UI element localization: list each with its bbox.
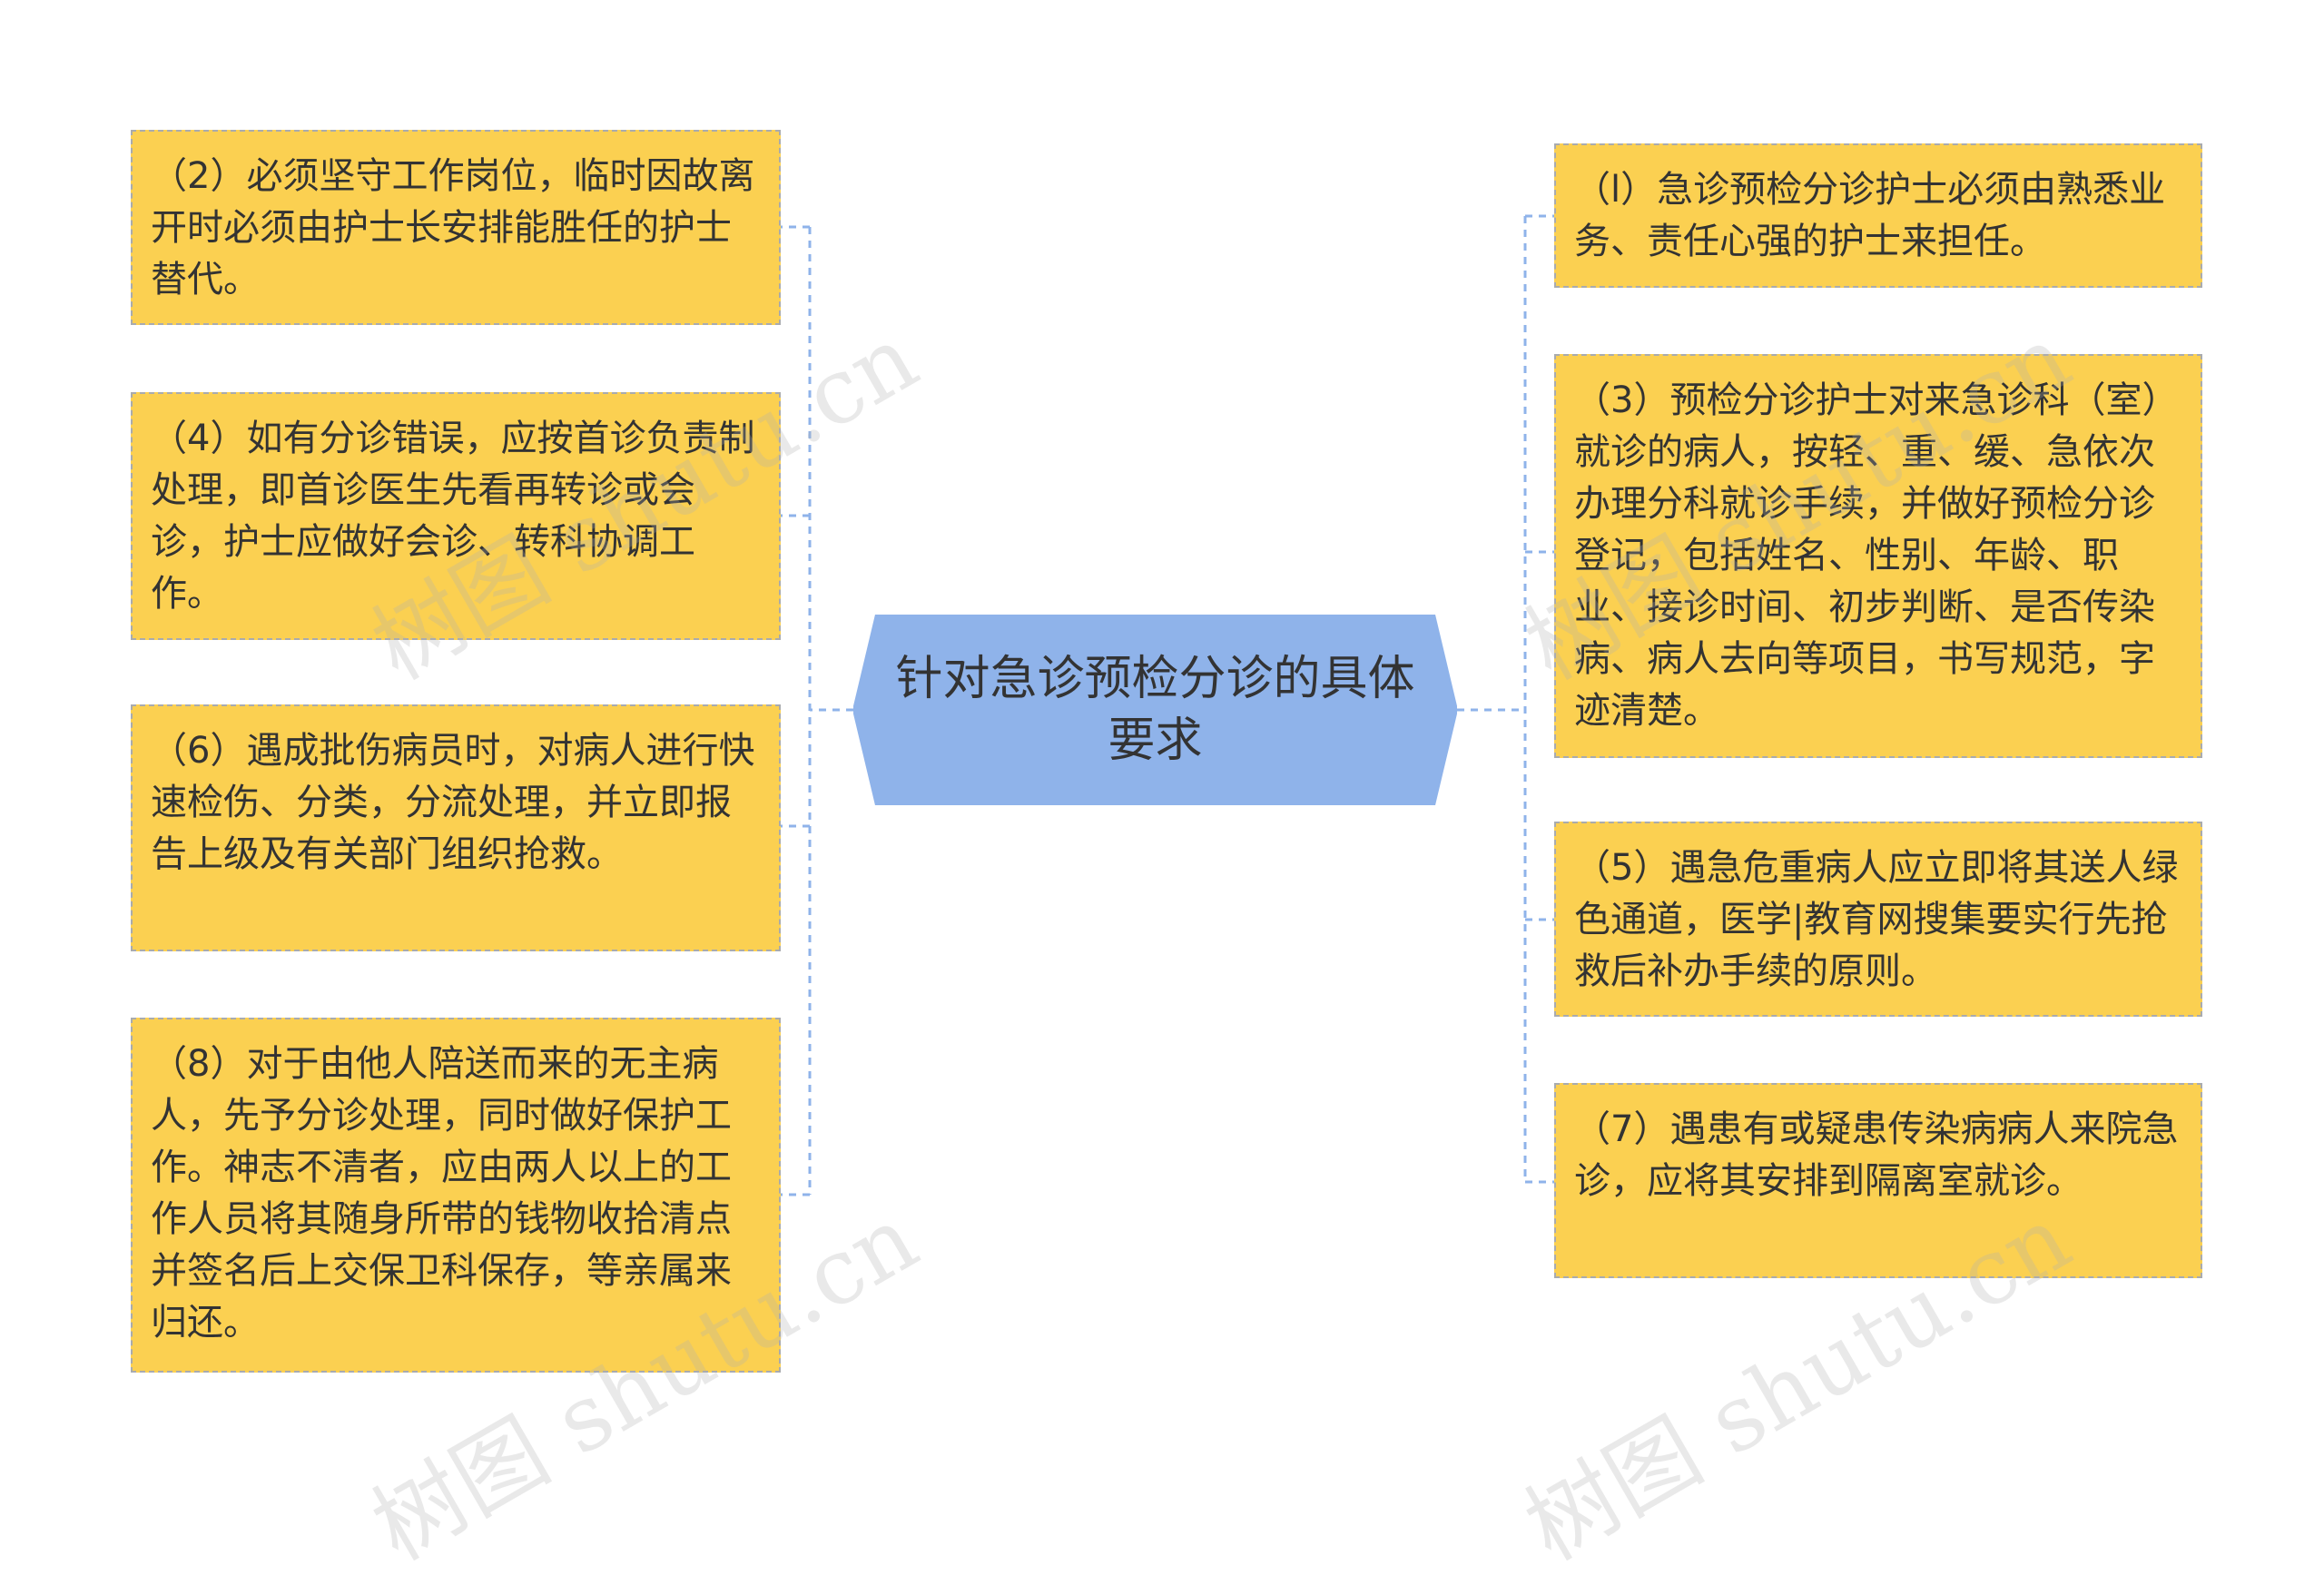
- node-4[interactable]: （4）如有分诊错误，应按首诊负责制处理，即首诊医生先看再转诊或会诊，护士应做好会…: [131, 392, 781, 640]
- node-1[interactable]: （l）急诊预检分诊护士必须由熟悉业务、责任心强的护士来担任。: [1554, 143, 2202, 288]
- node-3[interactable]: （3）预检分诊护士对来急诊科（室）就诊的病人，按轻、重、缓、急依次办理分科就诊手…: [1554, 354, 2202, 758]
- node-6[interactable]: （6）遇成批伤病员时，对病人进行快速检伤、分类，分流处理，并立即报告上级及有关部…: [131, 704, 781, 951]
- central-topic-label: 针对急诊预检分诊的具体要求: [895, 652, 1415, 768]
- mind-map-canvas: （2）必须坚守工作岗位，临时因故离开时必须由护士长安排能胜任的护士替代。 （4）…: [131, 130, 2202, 1580]
- node-4-text: （4）如有分诊错误，应按首诊负责制处理，即首诊医生先看再转诊或会诊，护士应做好会…: [151, 418, 755, 615]
- node-1-text: （l）急诊预检分诊护士必须由熟悉业务、责任心强的护士来担任。: [1574, 169, 2166, 262]
- connector-lines: [781, 214, 1554, 1196]
- central-topic[interactable]: 针对急诊预检分诊的具体要求: [853, 615, 1457, 805]
- node-7[interactable]: （7）遇患有或疑患传染病病人来院急诊，应将其安排到隔离室就诊。: [1554, 1083, 2202, 1278]
- node-5-text: （5）遇急危重病人应立即将其送人绿色通道，医学|教育网搜集要实行先抢救后补办手续…: [1574, 847, 2179, 992]
- node-2-text: （2）必须坚守工作岗位，临时因故离开时必须由护士长安排能胜任的护士替代。: [151, 155, 755, 300]
- node-7-text: （7）遇患有或疑患传染病病人来院急诊，应将其安排到隔离室就诊。: [1574, 1108, 2179, 1202]
- central-topic-shape: [853, 615, 1457, 805]
- node-5[interactable]: （5）遇急危重病人应立即将其送人绿色通道，医学|教育网搜集要实行先抢救后补办手续…: [1554, 822, 2202, 1017]
- node-2[interactable]: （2）必须坚守工作岗位，临时因故离开时必须由护士长安排能胜任的护士替代。: [131, 130, 781, 325]
- node-3-text: （3）预检分诊护士对来急诊科（室）就诊的病人，按轻、重、缓、急依次办理分科就诊手…: [1574, 379, 2179, 732]
- node-6-text: （6）遇成批伤病员时，对病人进行快速检伤、分类，分流处理，并立即报告上级及有关部…: [151, 730, 755, 875]
- node-8[interactable]: （8）对于由他人陪送而来的无主病人，先予分诊处理，同时做好保护工作。神志不清者，…: [131, 1018, 781, 1373]
- node-8-text: （8）对于由他人陪送而来的无主病人，先予分诊处理，同时做好保护工作。神志不清者，…: [151, 1043, 732, 1344]
